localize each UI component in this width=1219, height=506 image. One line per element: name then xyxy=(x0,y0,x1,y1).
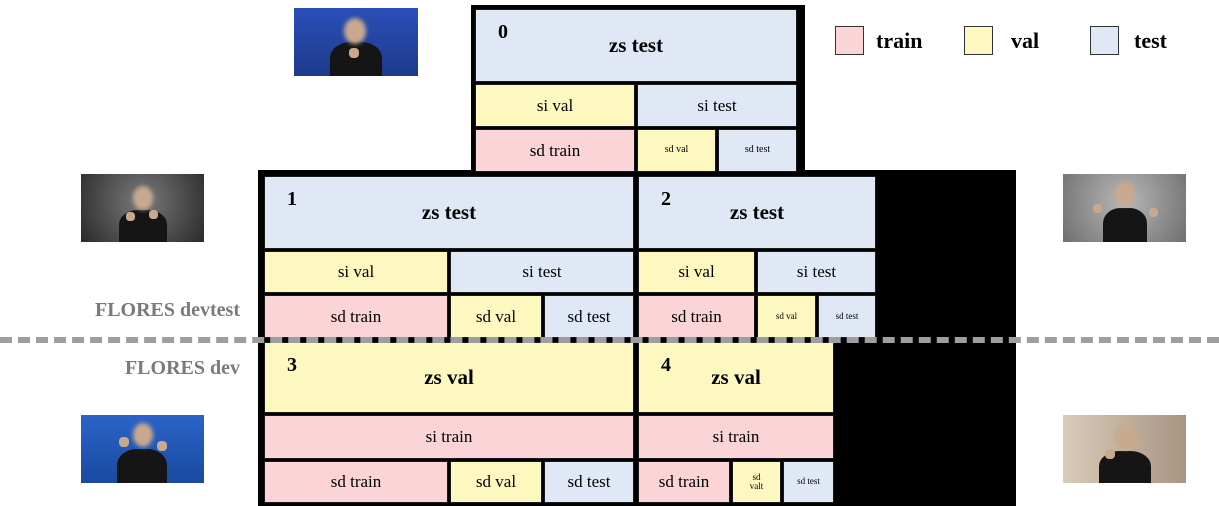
block-2-sd-val: sd val xyxy=(757,295,816,338)
block-3-si-train: si train xyxy=(264,415,634,459)
block-4-number: 4 xyxy=(661,354,671,376)
block-0-sd-train: sd train xyxy=(475,129,635,172)
block-1-number: 1 xyxy=(287,188,297,210)
flores-dev-label: FLORES dev xyxy=(124,357,240,379)
block-1-si-val: si val xyxy=(264,251,448,293)
block-2-number: 2 xyxy=(661,188,671,210)
flores-devtest-label: FLORES devtest xyxy=(95,299,240,321)
block-3-sd-test: sd test xyxy=(544,461,634,503)
block-1-zs-test: 1 zs test xyxy=(264,176,634,249)
dev-devtest-divider xyxy=(0,337,1219,343)
signer-thumbnail-2 xyxy=(1063,174,1186,242)
legend-swatch-test xyxy=(1090,26,1119,55)
block-2-sd-train: sd train xyxy=(638,295,755,338)
block-2-sd-test: sd test xyxy=(818,295,876,338)
block-0-sd-test: sd test xyxy=(718,129,797,172)
legend-swatch-val xyxy=(964,26,993,55)
block-2-zs-test: 2 zs test xyxy=(638,176,876,249)
block-0-zs-label: zs test xyxy=(608,33,664,58)
block-4-zs-label: zs val xyxy=(711,365,761,390)
block-1-sd-test: sd test xyxy=(544,295,634,338)
block-1-zs-label: zs test xyxy=(421,200,477,225)
block-0-number: 0 xyxy=(498,21,508,43)
legend-label-val: val xyxy=(1011,28,1040,53)
signer-thumbnail-3 xyxy=(81,415,204,483)
block-2-si-val: si val xyxy=(638,251,755,293)
signer-thumbnail-1 xyxy=(81,174,204,242)
block-4-sd-test: sd test xyxy=(783,461,834,503)
block-4-sd-train: sd train xyxy=(638,461,730,503)
legend-label-test: test xyxy=(1134,28,1167,53)
block-3-sd-train: sd train xyxy=(264,461,448,503)
block-4-sd-val: sd valt xyxy=(732,461,781,503)
legend-label-train: train xyxy=(876,28,923,53)
signer-thumbnail-4 xyxy=(1063,415,1186,483)
block-3-number: 3 xyxy=(287,354,297,376)
block-4-zs-val: 4 zs val xyxy=(638,342,834,413)
block-3-zs-label: zs val xyxy=(424,365,474,390)
block-3-zs-val: 3 zs val xyxy=(264,342,634,413)
block-1-sd-train: sd train xyxy=(264,295,448,338)
block-0-sd-val: sd val xyxy=(637,129,716,172)
block-1-sd-val: sd val xyxy=(450,295,542,338)
block-4-si-train: si train xyxy=(638,415,834,459)
block-0-si-test: si test xyxy=(637,84,797,127)
block-2-si-test: si test xyxy=(757,251,876,293)
block-3-sd-val: sd val xyxy=(450,461,542,503)
signer-thumbnail-0 xyxy=(294,8,418,76)
block-0-si-val: si val xyxy=(475,84,635,127)
legend-swatch-train xyxy=(835,26,864,55)
block-0-zs-test: 0 zs test xyxy=(475,9,797,82)
block-1-si-test: si test xyxy=(450,251,634,293)
block-2-zs-label: zs test xyxy=(729,200,785,225)
